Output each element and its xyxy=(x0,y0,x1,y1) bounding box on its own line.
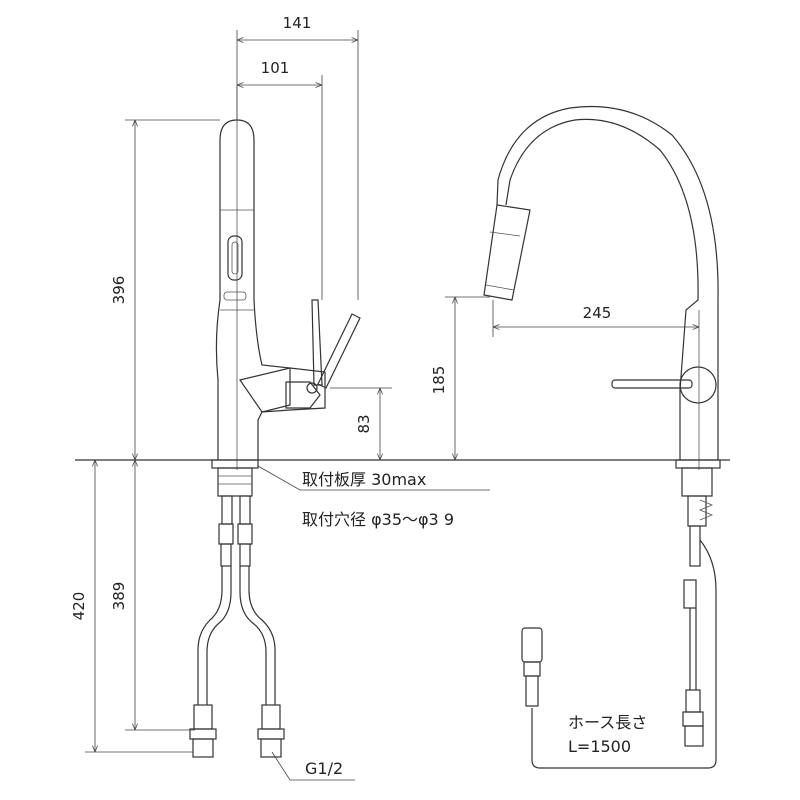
hose-length: L=1500 xyxy=(568,737,631,756)
hole-diameter-note: 取付穴径 φ35～φ3 9 xyxy=(302,510,454,529)
dim-420: 420 xyxy=(70,592,88,621)
dim-389: 389 xyxy=(110,582,128,611)
dim-83: 83 xyxy=(355,414,373,433)
dim-396: 396 xyxy=(110,276,128,305)
faucet-front-view xyxy=(483,105,721,769)
dim-245: 245 xyxy=(583,304,612,322)
dim-101: 101 xyxy=(261,59,290,77)
hose-label: ホース長さ xyxy=(568,713,647,732)
dim-141: 141 xyxy=(283,14,312,32)
thread-note: G1/2 xyxy=(305,759,343,778)
dim-185: 185 xyxy=(430,366,448,395)
faucet-side-view xyxy=(189,85,361,758)
dimensions xyxy=(85,30,699,781)
plate-thickness-note: 取付板厚 30max xyxy=(302,470,426,489)
